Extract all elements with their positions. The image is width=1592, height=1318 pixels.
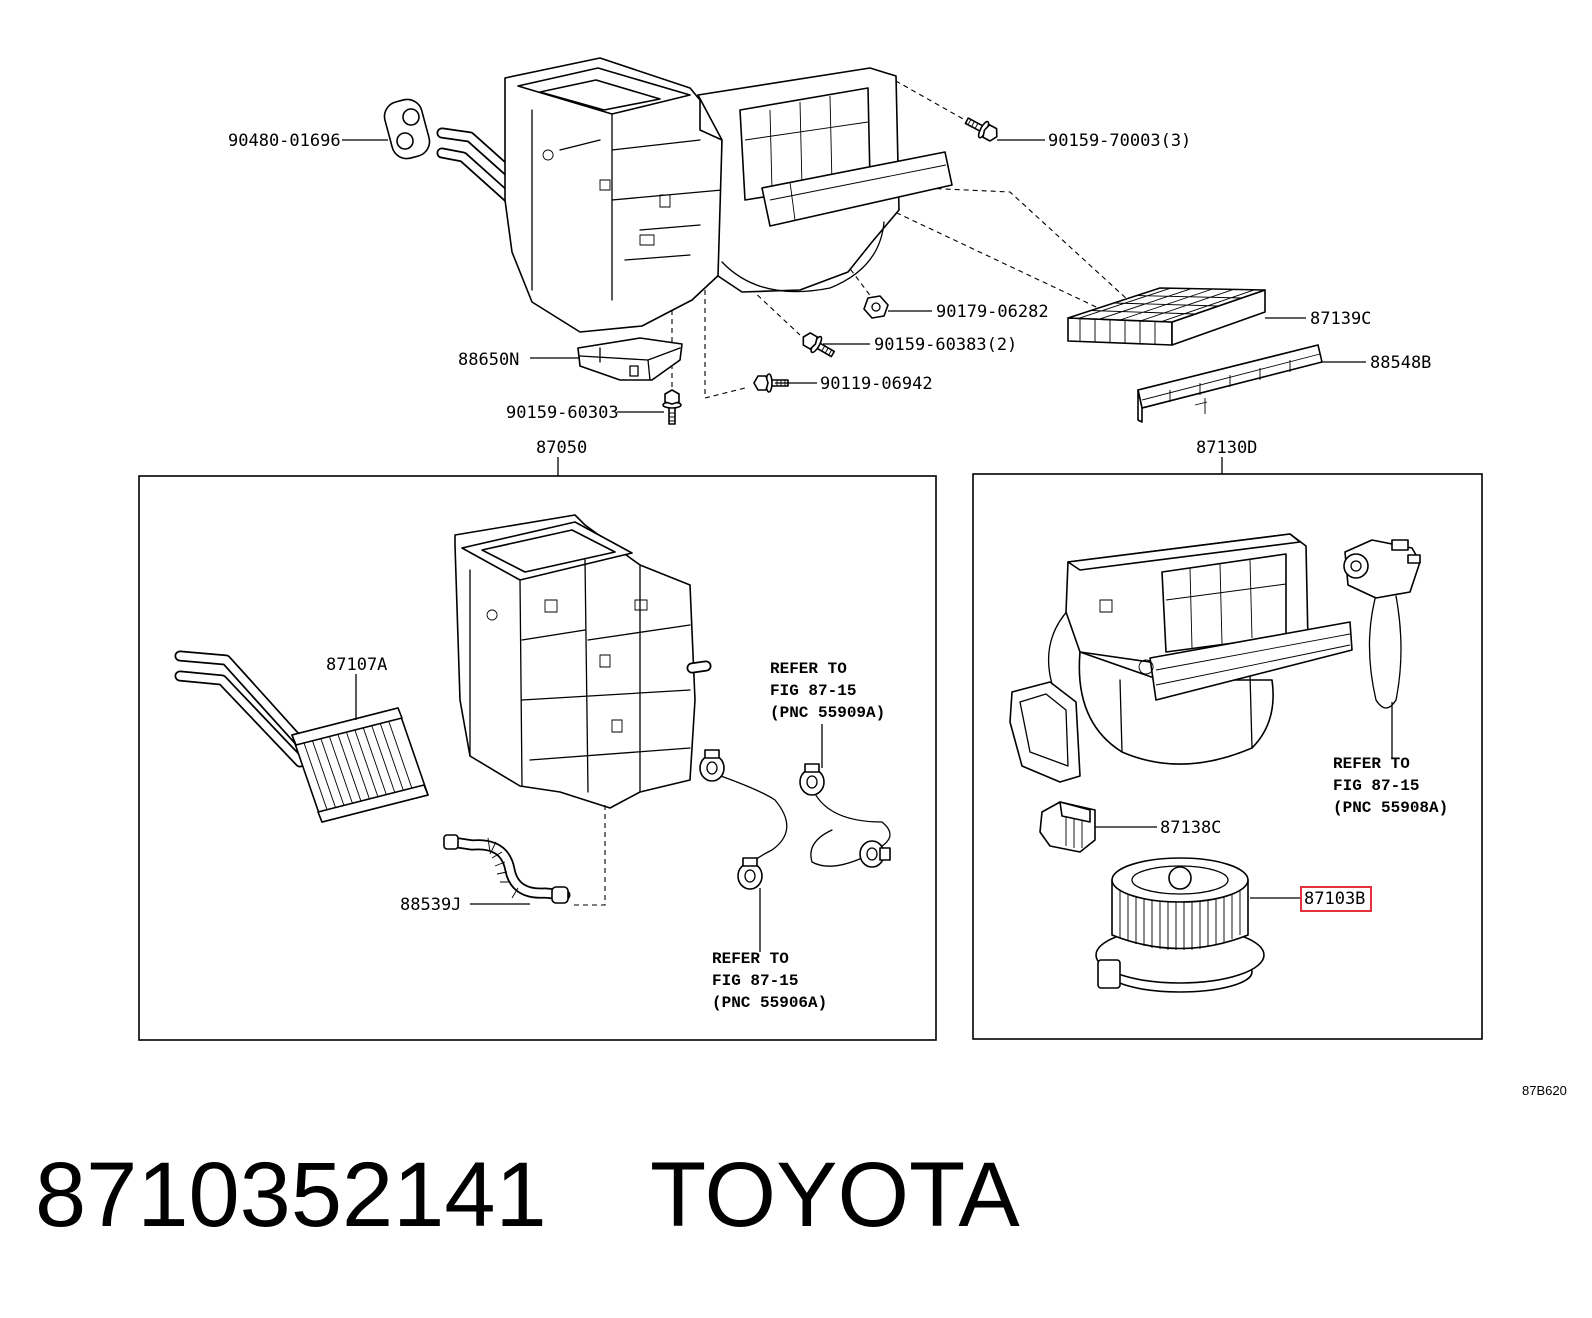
connector [699, 749, 725, 782]
refer-note-line: FIG 87-15 [770, 682, 856, 700]
refer-note-line: REFER TO [1333, 755, 1410, 773]
screw [964, 117, 998, 142]
servo-motor [1343, 539, 1421, 709]
leader-lines [342, 139, 1393, 952]
highlight-box [1300, 886, 1372, 912]
refer-note-line: (PNC 55909A) [770, 704, 885, 722]
diagram-code: 87B620 [1522, 1083, 1567, 1098]
air-filter [1067, 287, 1266, 346]
callout-label: 87139C [1310, 309, 1371, 329]
refer-note-line: (PNC 55908A) [1333, 799, 1448, 817]
connector [859, 840, 891, 868]
refer-note-line: (PNC 55906A) [712, 994, 827, 1012]
filter-slot [761, 151, 953, 227]
callout-label: 88548B [1370, 353, 1431, 373]
blower-scroll [721, 221, 885, 293]
refer-note-line: FIG 87-15 [1333, 777, 1419, 795]
callout-label: 90159-70003(3) [1048, 131, 1191, 151]
callout-label: 87130D [1196, 438, 1257, 458]
drain-hose [443, 834, 571, 904]
screw [662, 389, 682, 425]
air-filter-front-pleats [1079, 318, 1156, 345]
assembly-dashed-line [639, 174, 1129, 301]
callout-label: 90159-60303 [506, 403, 619, 423]
assembly-dashed-line [844, 261, 873, 299]
callout-label: 88650N [458, 350, 519, 370]
connector [799, 763, 825, 796]
hose-dashed-line [572, 805, 606, 906]
assembly-dashed-line [704, 290, 746, 399]
heater-core-fins [300, 711, 416, 820]
callout-label-highlighted: 87103B [1304, 889, 1365, 909]
blower-case-inlet-ribs [744, 95, 869, 191]
heater-unit-box [138, 475, 937, 1041]
nut [863, 295, 889, 319]
brand-name: TOYOTA [650, 1144, 1020, 1246]
refer-note: REFER TO FIG 87-15 (PNC 55908A) [1333, 755, 1448, 817]
callout-labels: 90480-01696 90159-70003(3) 90179-06282 8… [228, 131, 1431, 915]
blower-motor [1095, 857, 1265, 993]
heater-core-pipes [174, 650, 306, 768]
callout-label: 90159-60383(2) [874, 335, 1017, 355]
grommet [383, 98, 431, 160]
callout-label: 87050 [536, 438, 587, 458]
heater-case-clips [542, 149, 671, 246]
filter-slot-detail [769, 164, 947, 221]
callout-label: 90480-01696 [228, 131, 341, 151]
callout-label: 90119-06942 [820, 374, 933, 394]
heater-unit [454, 514, 712, 809]
hvac-assembly-exploded [436, 57, 1146, 399]
air-filter-grid [1078, 287, 1255, 323]
callout-label: 87138C [1160, 818, 1221, 838]
filter-frame [1137, 344, 1323, 423]
refer-note: REFER TO FIG 87-15 (PNC 55909A) [770, 660, 885, 722]
heater-case [504, 57, 723, 333]
heater-case-top-vent [539, 79, 661, 111]
blower-assembly [1009, 533, 1353, 783]
blower-motor-fins [1119, 890, 1241, 950]
part-number: 8710352141 [35, 1144, 547, 1246]
refer-note-line: REFER TO [770, 660, 847, 678]
callout-label: 90179-06282 [936, 302, 1049, 322]
refer-note-line: FIG 87-15 [712, 972, 798, 990]
blower-resistor [1039, 801, 1096, 853]
refer-note-line: REFER TO [712, 950, 789, 968]
callout-label: 88539J [400, 895, 461, 915]
screw [802, 332, 836, 358]
blower-unit-box [972, 473, 1483, 1040]
air-duct [1009, 681, 1081, 783]
bracket [577, 337, 683, 381]
refer-note: REFER TO FIG 87-15 (PNC 55906A) [712, 950, 827, 1012]
heater-core [291, 707, 429, 823]
wire-harness [699, 749, 891, 890]
callout-label: 87107A [326, 655, 387, 675]
connector [737, 857, 763, 890]
